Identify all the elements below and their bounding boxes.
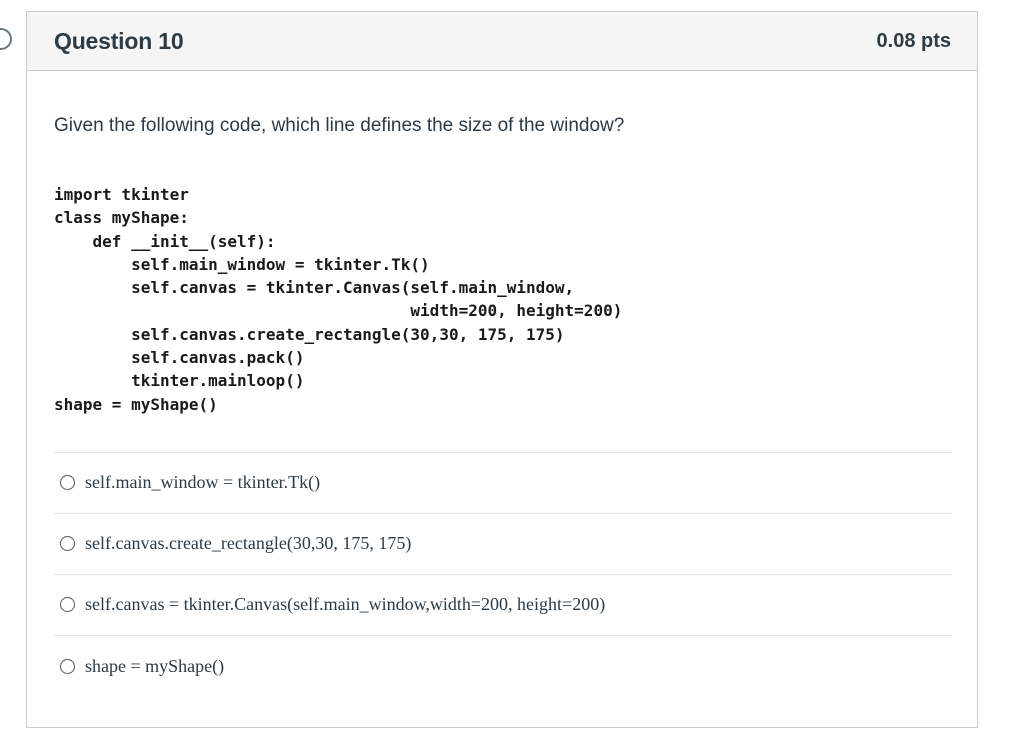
answer-label: shape = myShape() [85,655,225,676]
answer-option[interactable]: self.canvas = tkinter.Canvas(self.main_w… [54,575,951,636]
flag-question-tab[interactable] [0,28,12,50]
answer-option[interactable]: self.canvas.create_rectangle(30,30, 175,… [54,514,951,575]
answer-label: self.canvas = tkinter.Canvas(self.main_w… [85,594,606,615]
code-snippet: import tkinter class myShape: def __init… [54,183,951,416]
question-header: Question 10 0.08 pts [27,12,977,71]
question-points: 0.08 pts [876,29,951,52]
question-card: Question 10 0.08 pts Given the following… [26,11,978,728]
answer-option[interactable]: self.main_window = tkinter.Tk() [54,453,951,514]
code-line: tkinter.mainloop() [54,371,305,391]
code-line: shape = myShape() [54,394,218,414]
radio-button[interactable] [60,658,75,674]
answer-label: self.canvas.create_rectangle(30,30, 175,… [85,533,412,554]
code-line: width=200, height=200) [54,301,623,321]
code-line: class myShape: [54,208,189,228]
radio-button[interactable] [60,475,75,491]
code-line: import tkinter [54,185,189,204]
question-body: Given the following code, which line def… [27,71,977,697]
answer-option[interactable]: shape = myShape() [54,636,951,697]
radio-button[interactable] [60,536,75,552]
code-line: def __init__(self): [54,231,276,251]
code-line: self.canvas.create_rectangle(30,30, 175,… [54,324,565,344]
code-line: self.canvas.pack() [54,348,305,368]
question-title: Question 10 [54,27,184,54]
code-line: self.main_window = tkinter.Tk() [54,254,430,274]
answer-list: self.main_window = tkinter.Tk() self.can… [54,451,951,697]
question-prompt: Given the following code, which line def… [54,115,625,136]
radio-button[interactable] [60,597,75,613]
code-line: self.canvas = tkinter.Canvas(self.main_w… [54,278,575,298]
answer-label: self.main_window = tkinter.Tk() [85,472,321,493]
